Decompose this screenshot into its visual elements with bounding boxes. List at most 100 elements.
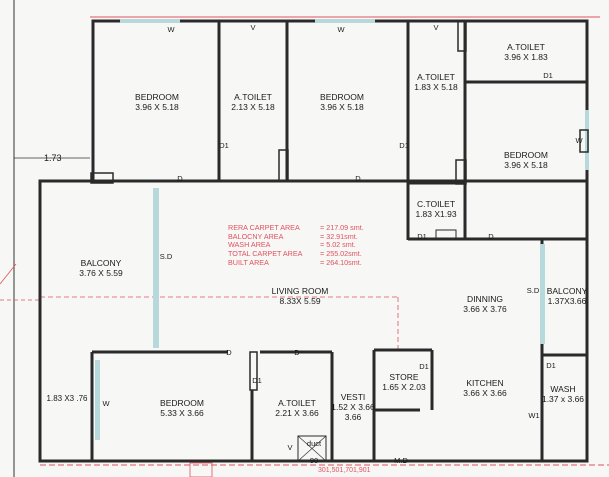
room-dim: 3.66 X 3.66 (463, 388, 507, 398)
sink-counter (435, 229, 457, 241)
window-balcony2-sd (540, 244, 545, 344)
mark-door-bed1: D (177, 174, 183, 183)
room-bedroom-2: BEDROOM 3.96 X 5.18 (320, 92, 364, 112)
mark-door-toilet2: D1 (399, 141, 409, 150)
room-dim: 1.65 X 2.03 (382, 382, 426, 392)
unit-numbers: 301,501,701,901 (318, 467, 371, 474)
mark-vent-toilet2: V (433, 23, 439, 32)
room-kitchen: KITCHEN 3.66 X 3.66 (463, 378, 506, 398)
room-vesti: VESTI 1.52 X 3.66 3.66 (331, 392, 374, 422)
mark-window-bed1: W (167, 25, 175, 34)
column-6 (249, 351, 258, 391)
room-bedroom-3: BEDROOM 3.96 X 5.18 (504, 150, 548, 170)
left-bottom-dimension: 1.83 X3 .76 (46, 394, 88, 403)
room-c-toilet: C.TOILET 1.83 X1.93 (415, 199, 456, 219)
room-name: BEDROOM (320, 92, 364, 102)
mark-slider-balcony2: S.D (526, 286, 540, 295)
area-value: = 217.09 smt. (320, 223, 364, 232)
area-row: BALOCNY AREA = 32.91smt. (228, 231, 390, 242)
room-dim: 3.76 X 5.59 (79, 268, 123, 278)
room-dim-part2: 3.66 (344, 412, 362, 422)
room-toilet-2: A.TOILET 1.83 X 5.18 (414, 72, 457, 92)
room-dim: 3.66 X 3.76 (463, 304, 507, 314)
window-top-bed2 (315, 19, 375, 23)
mark-door-bed3: D (488, 232, 494, 241)
duct-box (297, 435, 327, 462)
left-top-dimension: 1.73 (44, 153, 62, 163)
room-dim: 1.83 X1.93 (415, 209, 457, 219)
mark-door-toilet4-side: D1 (252, 376, 262, 385)
area-value: = 32.91smt. (320, 231, 358, 241)
room-name: KITCHEN (466, 378, 504, 388)
room-name: DINNING (467, 294, 503, 304)
room-dim: 1.83 X 5.18 (414, 82, 458, 92)
area-label: WASH AREA (228, 240, 271, 250)
mark-slider-balcony1: S.D (159, 252, 173, 261)
room-name: A.TOILET (234, 92, 272, 102)
room-dim: 1.37X3.66 (547, 296, 587, 306)
room-dim: 3.96 X 5.18 (504, 160, 548, 170)
column-5 (579, 129, 589, 153)
room-name: BEDROOM (160, 398, 204, 408)
area-row: TOTAL CARPET AREA = 255.02smt. (228, 249, 390, 259)
room-name: C.TOILET (416, 199, 456, 209)
mark-door-toilet4: D (294, 348, 300, 357)
area-value: = 5.02 smt. (320, 240, 356, 250)
mark-vent-toilet1: V (250, 23, 256, 32)
room-name: WASH (550, 384, 576, 394)
room-name: BALCONY (80, 258, 122, 268)
room-balcony-2: BALCONY 1.37X3.66 (547, 286, 588, 306)
area-value: = 255.02smt. (320, 249, 362, 259)
room-dim: 3.96 X 5.18 (320, 102, 364, 112)
window-bottom-left (95, 360, 100, 440)
room-dim: 5.33 X 3.66 (160, 408, 204, 418)
room-name: BEDROOM (135, 92, 179, 102)
window-top-bed1 (120, 19, 180, 23)
room-wash: WASH 1.37 x 3.66 (542, 384, 584, 404)
column-4 (455, 159, 467, 185)
room-dim: 8.33X 5.59 (279, 296, 321, 306)
mark-door-store: D1 (419, 362, 429, 371)
room-dim: 2.21 X 3.66 (275, 408, 319, 418)
mark-door-bed4: D (226, 348, 232, 357)
area-row: BUILT AREA = 264.10smt. (228, 257, 390, 268)
room-toilet-3: A.TOILET 3.96 X 1.83 (504, 42, 547, 62)
room-name: BEDROOM (504, 150, 548, 160)
room-name: VESTI (340, 392, 366, 402)
area-label: TOTAL CARPET AREA (228, 249, 303, 259)
room-name: STORE (389, 372, 419, 382)
area-row: RERA CARPET AREA = 217.09 smt. (228, 223, 390, 233)
column-2 (278, 149, 289, 182)
room-name: A.TOILET (507, 42, 545, 52)
area-label: RERA CARPET AREA (228, 223, 300, 232)
room-dim: 3.96 X 1.83 (504, 52, 548, 62)
area-label: BALOCNY AREA (228, 231, 284, 241)
mark-window-bed4: W (102, 399, 110, 408)
mark-window-bed3: W (575, 136, 583, 145)
room-bedroom-1: BEDROOM 3.96 X 5.18 (135, 92, 179, 112)
left-hatch (0, 263, 17, 285)
room-balcony-1: BALCONY 3.76 X 5.59 (79, 258, 122, 278)
room-name: LIVING ROOM (271, 286, 329, 296)
main-outline (38, 179, 589, 463)
area-table: RERA CARPET AREA = 217.09 smt. BALOCNY A… (228, 223, 390, 268)
room-toilet-1: A.TOILET 2.13 X 5.18 (231, 92, 274, 112)
mark-door-wash: D1 (546, 361, 556, 370)
mark-door-bed2: D (355, 174, 361, 183)
bottom-entry-block (189, 462, 213, 477)
mark-main-door: M.D (394, 456, 408, 465)
mark-duct-number: 90 (309, 456, 319, 465)
room-dim: 1.52 X 3.66 (331, 402, 375, 412)
mark-door-toilet3: D1 (543, 71, 553, 80)
area-label: BUILT AREA (228, 257, 269, 267)
duct-cross-2 (297, 435, 327, 462)
mark-door-ctoilet: D1 (417, 232, 427, 241)
mark-window-wash: W1 (528, 411, 540, 420)
room-toilet-4: A.TOILET 2.21 X 3.66 (275, 398, 318, 418)
room-dim: 3.96 X 5.18 (135, 102, 179, 112)
mark-window-bed2: W (337, 25, 345, 34)
room-store: STORE 1.65 X 2.03 (382, 372, 425, 392)
window-balcony-sd (153, 188, 159, 348)
window-right-bed3 (585, 110, 589, 170)
